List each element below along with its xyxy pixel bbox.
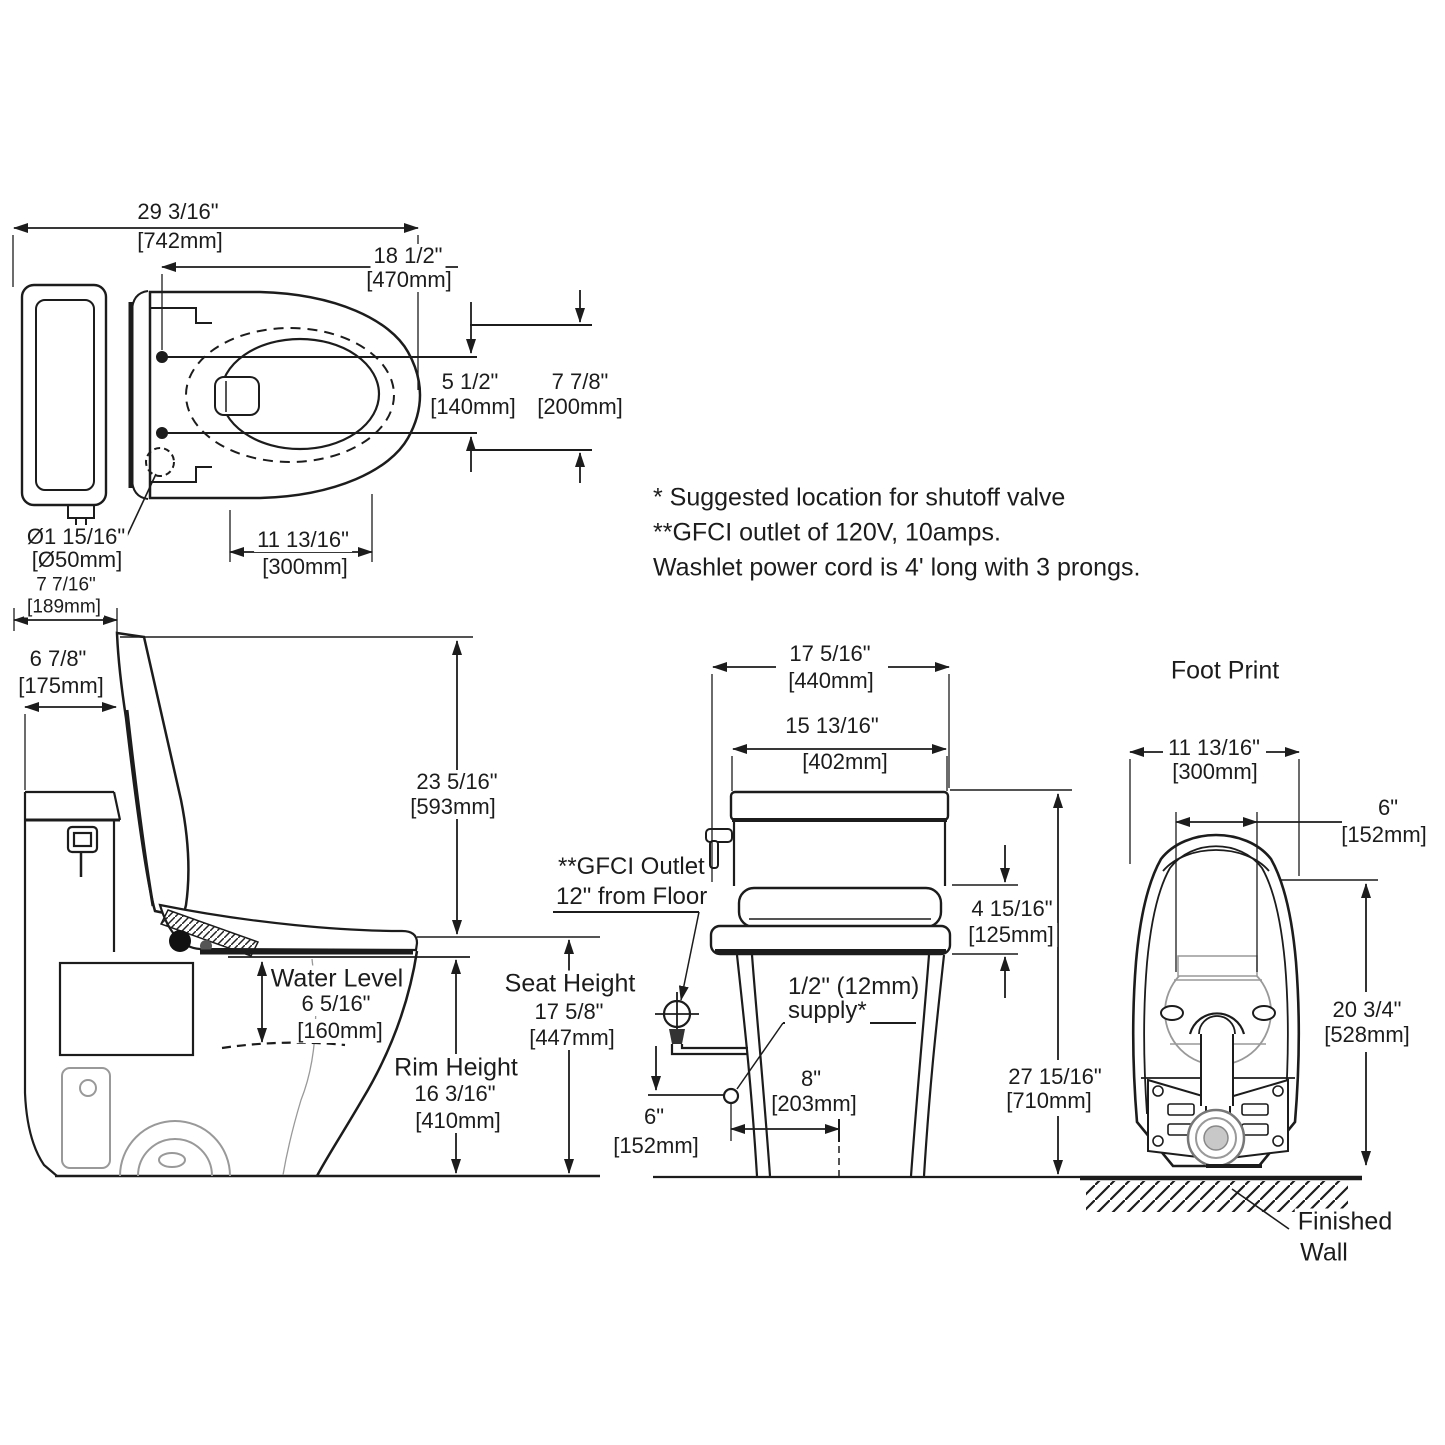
- top-seat-width-mm-label: [200mm]: [534, 395, 626, 419]
- supply-offset-in-label: 8": [797, 1067, 825, 1091]
- top-seat-width-in-label: 7 7/8": [548, 370, 612, 394]
- seat-height-mm-label: [447mm]: [526, 1026, 618, 1050]
- top-hinge-front-in-label: 18 1/2": [370, 244, 446, 268]
- side-lid-height-mm-label: [593mm]: [407, 795, 499, 819]
- water-level-in-label: 6 5/16": [298, 992, 374, 1016]
- top-bowl-width-in-label: 11 13/16": [254, 528, 352, 552]
- seat-height-label: Seat Height: [501, 970, 639, 998]
- footprint-trap-mm-label: [152mm]: [1338, 823, 1430, 847]
- top-bolt-gap-in-label: 5 1/2": [438, 370, 502, 394]
- note-shutoff-valve: * Suggested location for shutoff valve: [653, 483, 1066, 512]
- finished-wall-label-line1: Finished: [1294, 1208, 1396, 1236]
- tank-width-in-label: 15 13/16": [782, 714, 882, 738]
- footprint-title: Foot Print: [1167, 657, 1283, 685]
- water-level-label: Water Level: [267, 965, 407, 993]
- front-width-in-label: 17 5/16": [786, 642, 874, 666]
- side-tank-depth-in-label: 6 7/8": [26, 647, 90, 671]
- supply-label-line1: 1/2" (12mm): [785, 974, 923, 1000]
- rim-height-label: Rim Height: [391, 1054, 521, 1082]
- top-tank-offset-in-label: 7 7/16": [33, 574, 99, 596]
- top-bowl-width-mm-label: [300mm]: [259, 555, 351, 579]
- top-bolt-gap-mm-label: [140mm]: [427, 395, 519, 419]
- footprint-width-in-label: 11 13/16": [1165, 736, 1263, 760]
- finished-wall-label-line2: Wall: [1297, 1239, 1351, 1267]
- rim-height-in-label: 16 3/16": [411, 1082, 499, 1106]
- footprint-view-drawing: [1080, 747, 1378, 1230]
- top-view-drawing: [12, 223, 592, 633]
- top-depth-in-label: 29 3/16": [134, 200, 222, 224]
- seat-height-in-label: 17 5/8": [531, 1000, 607, 1024]
- rim-height-mm-label: [410mm]: [412, 1109, 504, 1133]
- gfci-outlet-label-line2: 12" from Floor: [553, 884, 711, 910]
- supply-offset-mm-label: [203mm]: [768, 1092, 860, 1116]
- supply-label-line2: supply*: [785, 998, 870, 1024]
- supply-height-mm-label: [152mm]: [610, 1134, 702, 1158]
- washlet-height-in-label: 4 15/16": [968, 897, 1056, 921]
- top-hinge-front-mm-label: [470mm]: [363, 268, 455, 292]
- front-height-in-label: 27 15/16": [1005, 1065, 1105, 1089]
- top-tank-offset-mm-label: [189mm]: [24, 596, 104, 618]
- side-tank-depth-mm-label: [175mm]: [15, 674, 107, 698]
- footprint-width-mm-label: [300mm]: [1169, 760, 1261, 784]
- note-power-cord: Washlet power cord is 4' long with 3 pro…: [653, 553, 1141, 582]
- tank-width-mm-label: [402mm]: [799, 750, 891, 774]
- washlet-height-mm-label: [125mm]: [965, 923, 1057, 947]
- footprint-depth-mm-label: [528mm]: [1321, 1023, 1413, 1047]
- top-spud-dia-mm-label: [Ø50mm]: [28, 548, 126, 572]
- water-level-mm-label: [160mm]: [294, 1019, 386, 1043]
- gfci-outlet-label-line1: **GFCI Outlet: [555, 854, 708, 880]
- top-depth-mm-label: [742mm]: [134, 229, 226, 253]
- front-view-drawing: [553, 662, 1080, 1179]
- side-view-drawing: [23, 631, 600, 1178]
- front-height-mm-label: [710mm]: [1003, 1089, 1095, 1113]
- side-lid-height-in-label: 23 5/16": [413, 770, 501, 794]
- footprint-trap-in-label: 6": [1374, 796, 1402, 820]
- footprint-depth-in-label: 20 3/4": [1329, 998, 1405, 1022]
- top-spud-dia-in-label: Ø1 15/16": [23, 525, 129, 549]
- front-width-mm-label: [440mm]: [785, 669, 877, 693]
- note-gfci-outlet: **GFCI outlet of 120V, 10amps.: [653, 518, 1001, 547]
- supply-height-in-label: 6": [640, 1105, 668, 1129]
